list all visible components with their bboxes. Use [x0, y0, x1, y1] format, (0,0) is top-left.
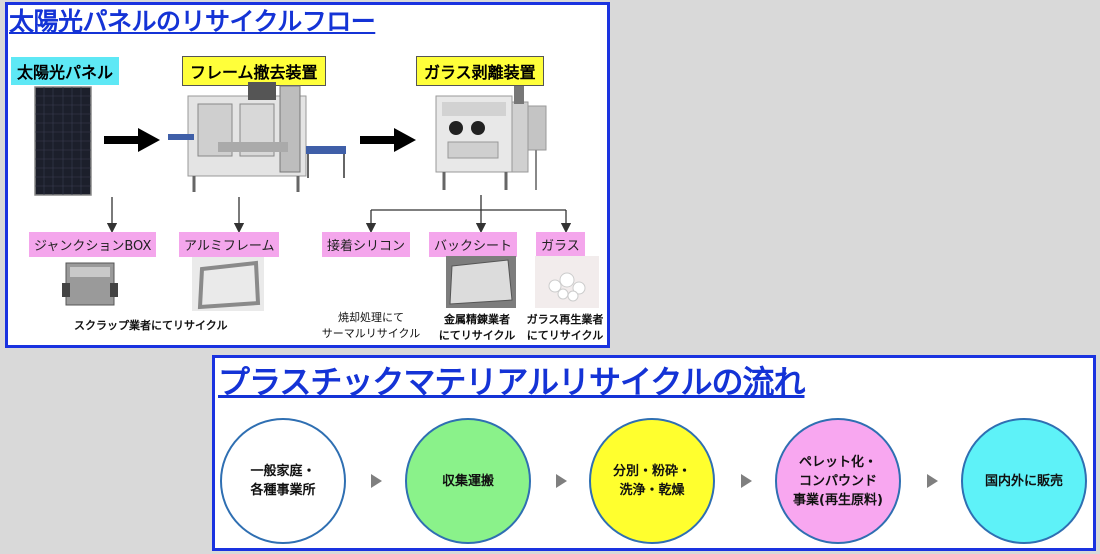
step-circle-collection: 収集運搬: [405, 418, 531, 544]
frame-removal-machine-image: [168, 82, 346, 192]
metal-recycling-note: 金属精錬業者 にてリサイクル: [432, 312, 522, 344]
metal-note-line1: 金属精錬業者: [444, 313, 510, 326]
step-arrow-icon: [741, 474, 752, 488]
back-sheet-image: [446, 256, 516, 308]
back-sheet-label: バックシート: [429, 232, 518, 257]
arrow-right-icon: [360, 128, 416, 152]
glass-separation-label: ガラス剥離装置: [416, 56, 544, 86]
solar-recycling-title: 太陽光パネルのリサイクルフロー: [9, 7, 376, 36]
step-circle-pelletizing: ペレット化・ コンパウンド 事業(再生原料): [775, 418, 901, 544]
junction-box-image: [62, 262, 118, 306]
solar-panel-image: [34, 86, 92, 196]
step-circle-households: 一般家庭・ 各種事業所: [220, 418, 346, 544]
arrow-right-icon: [104, 128, 160, 152]
glass-note-line1: ガラス再生業者: [526, 313, 604, 326]
thermal-note-line1: 焼却処理にて: [338, 311, 404, 324]
glass-note-line2: にてリサイクル: [526, 329, 604, 342]
glass-separation-machine-image: [435, 86, 547, 190]
aluminum-frame-image: [192, 257, 264, 311]
glass-label: ガラス: [536, 232, 585, 257]
step-arrow-icon: [556, 474, 567, 488]
metal-note-line2: にてリサイクル: [438, 329, 516, 342]
glass-recycling-note: ガラス再生業者 にてリサイクル: [520, 312, 610, 344]
thermal-recycling-note: 焼却処理にて サーマルリサイクル: [316, 310, 426, 342]
adhesive-silicone-label: 接着シリコン: [322, 232, 411, 257]
junction-box-label: ジャンクションBOX: [29, 232, 157, 257]
glass-cullet-image: [535, 256, 599, 308]
step-circle-sales: 国内外に販売: [961, 418, 1087, 544]
scrap-recycling-note: スクラップ業者にてリサイクル: [74, 319, 228, 332]
solar-panel-label: 太陽光パネル: [11, 57, 120, 85]
step-arrow-icon: [927, 474, 938, 488]
flow-connectors: [106, 195, 572, 234]
thermal-note-line2: サーマルリサイクル: [321, 327, 421, 340]
step-circle-sorting: 分別・粉砕・ 洗浄・乾燥: [589, 418, 715, 544]
plastic-recycling-title: プラスチックマテリアルリサイクルの流れ: [218, 363, 805, 401]
aluminum-frame-label: アルミフレーム: [179, 232, 280, 257]
frame-removal-label: フレーム撤去装置: [182, 56, 326, 86]
step-arrow-icon: [371, 474, 382, 488]
